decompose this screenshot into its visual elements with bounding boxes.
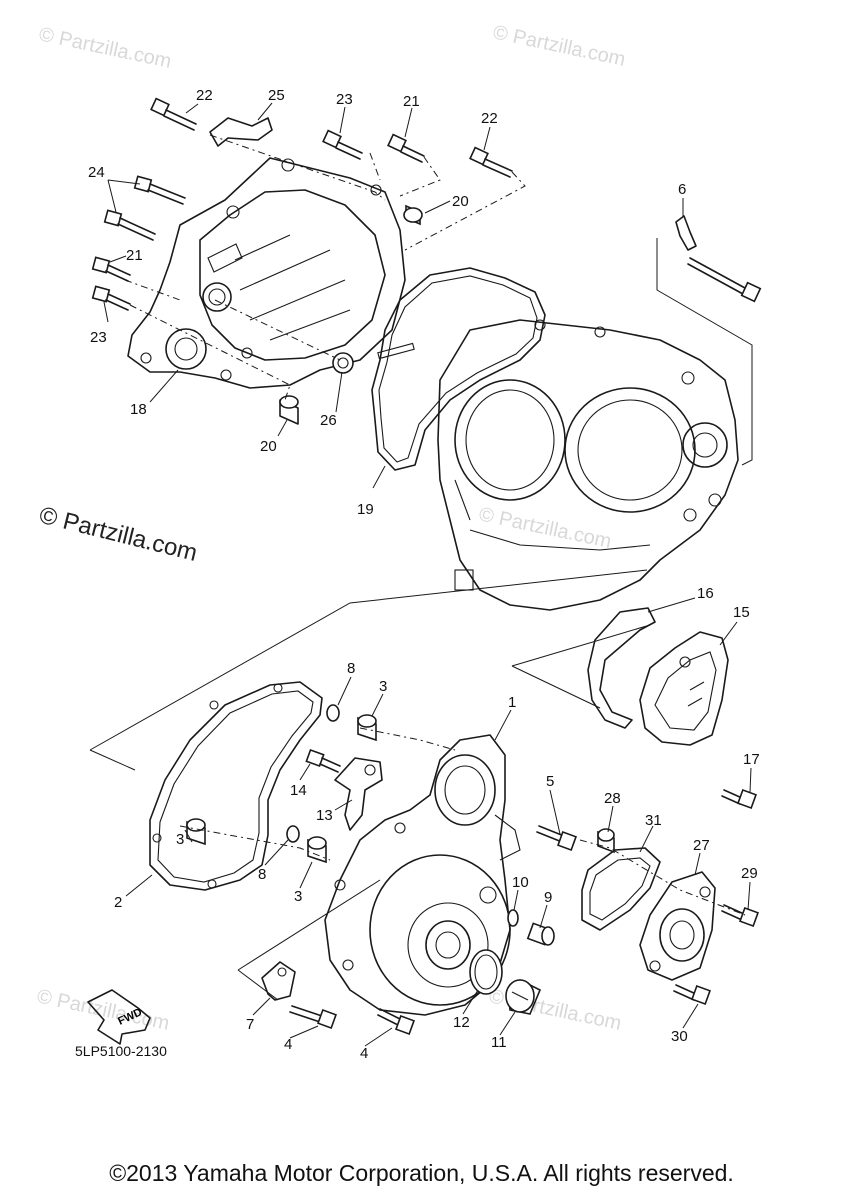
callout-9: 9 bbox=[544, 889, 552, 906]
callout-3-top: 3 bbox=[379, 678, 387, 695]
callout-20-top: 20 bbox=[452, 193, 469, 210]
copyright-notice: ©2013 Yamaha Motor Corporation, U.S.A. A… bbox=[109, 1160, 734, 1186]
assembly-plane-lines bbox=[89, 569, 651, 1001]
callout-20-bottom: 20 bbox=[260, 438, 277, 455]
bolt-21-left bbox=[91, 256, 131, 282]
callout-28: 28 bbox=[604, 790, 621, 807]
callout-10: 10 bbox=[512, 874, 529, 891]
callout-25: 25 bbox=[268, 87, 285, 104]
leader-lines bbox=[103, 102, 752, 1047]
bolt-24-lower bbox=[103, 209, 156, 241]
callout-21-left: 21 bbox=[126, 247, 143, 264]
watermark-top-left: © Partzilla.com bbox=[37, 23, 173, 73]
bolt-4-left bbox=[289, 1005, 337, 1029]
watermark-middle: © Partzilla.com bbox=[477, 503, 613, 553]
callout-26: 26 bbox=[320, 412, 337, 429]
callout-1: 1 bbox=[508, 694, 516, 711]
water-pump-parts bbox=[579, 828, 759, 1005]
clamp-6-and-bolt bbox=[656, 215, 762, 466]
callout-4-left: 4 bbox=[284, 1036, 292, 1053]
bolt-5 bbox=[536, 825, 577, 851]
callout-6: 6 bbox=[678, 181, 686, 198]
callout-22-left: 22 bbox=[196, 87, 213, 104]
callout-14: 14 bbox=[290, 782, 307, 799]
callout-22-right: 22 bbox=[481, 110, 498, 127]
bolt-4-right bbox=[377, 1008, 415, 1035]
gasket-19 bbox=[371, 267, 546, 471]
dowel-28 bbox=[597, 828, 615, 854]
callout-21-top: 21 bbox=[403, 93, 420, 110]
callout-23-left: 23 bbox=[90, 329, 107, 346]
oring-10 bbox=[507, 909, 519, 927]
upper-bolts bbox=[91, 97, 513, 425]
crankcase-body bbox=[437, 319, 739, 611]
callout-5: 5 bbox=[546, 773, 554, 790]
crankcase-cover-1 bbox=[324, 734, 521, 1016]
crankcase-cover-left bbox=[127, 157, 406, 389]
watermark-main: © Partzilla.com bbox=[37, 502, 200, 567]
callout-15: 15 bbox=[733, 604, 750, 621]
bolt-21-top bbox=[387, 133, 425, 163]
plug-11 bbox=[505, 979, 542, 1015]
callout-11: 11 bbox=[491, 1034, 507, 1051]
callout-7: 7 bbox=[246, 1016, 254, 1033]
callout-29: 29 bbox=[741, 865, 758, 882]
bolt-30 bbox=[673, 984, 711, 1005]
bolt-24-upper bbox=[133, 175, 186, 205]
callout-17: 17 bbox=[743, 751, 760, 768]
callout-30: 30 bbox=[671, 1028, 688, 1045]
callout-12: 12 bbox=[453, 1014, 470, 1031]
dowel-20-bottom bbox=[279, 395, 299, 425]
bolt-22-left bbox=[150, 97, 197, 131]
callout-4-right: 4 bbox=[360, 1045, 368, 1062]
small-parts-left bbox=[179, 704, 456, 864]
bracket-25 bbox=[209, 117, 273, 147]
callout-27: 27 bbox=[693, 837, 710, 854]
callout-13: 13 bbox=[316, 807, 333, 824]
small-parts-center bbox=[261, 825, 577, 1035]
callout-19: 19 bbox=[357, 501, 374, 518]
cover-27 bbox=[639, 871, 716, 981]
bolt-23-top bbox=[322, 129, 363, 160]
callout-3-left: 3 bbox=[176, 831, 184, 848]
watermark-bottom-left: © Partzilla.com bbox=[35, 985, 171, 1035]
dowel-20-top bbox=[403, 204, 423, 226]
callout-labels: 22 25 23 21 22 24 20 6 21 23 18 26 20 19… bbox=[88, 87, 760, 1062]
cover-15-guide-16 bbox=[587, 607, 757, 809]
gasket-2 bbox=[149, 681, 323, 891]
callout-8-top: 8 bbox=[347, 660, 355, 677]
callout-2: 2 bbox=[114, 894, 122, 911]
callout-3-bottom: 3 bbox=[294, 888, 302, 905]
diagram-code: 5LP5100-2130 bbox=[75, 1043, 167, 1059]
callout-31: 31 bbox=[645, 812, 662, 829]
watermark-top-right: © Partzilla.com bbox=[491, 21, 627, 71]
oring-12 bbox=[469, 949, 503, 995]
assembly-lines-upper bbox=[124, 134, 526, 401]
bracket-7 bbox=[261, 961, 296, 1001]
bolt-17 bbox=[721, 789, 757, 809]
callout-23-top: 23 bbox=[336, 91, 353, 108]
bolt-22-right bbox=[469, 146, 513, 178]
callout-18: 18 bbox=[130, 401, 147, 418]
callout-16: 16 bbox=[697, 585, 714, 602]
bolt-23-left bbox=[91, 285, 131, 311]
callout-8-bottom: 8 bbox=[258, 866, 266, 883]
callout-24: 24 bbox=[88, 164, 105, 181]
bolt-29 bbox=[721, 904, 759, 927]
seal-26 bbox=[332, 352, 354, 374]
plug-9 bbox=[526, 922, 555, 946]
